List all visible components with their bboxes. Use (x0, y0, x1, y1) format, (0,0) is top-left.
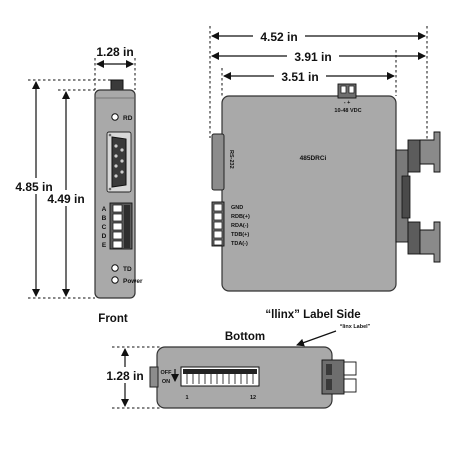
terminal-letter-d: D (102, 233, 107, 240)
din-rail-clip-icon (395, 131, 441, 263)
terminal-block: A B C D E (102, 202, 133, 250)
terminal-letter-c: C (102, 224, 107, 231)
label-callout: “linx Label” (340, 324, 371, 330)
front-width-label: 1.28 in (96, 45, 133, 59)
bottom-view: Bottom “linx Label” 1.28 in OFF ON (99, 324, 371, 409)
terminal-letter-a: A (102, 206, 107, 213)
label-side-view: 4.52 in 3.91 in 3.51 in - + 10-48 VDC RS… (209, 26, 441, 321)
td-led-label: TD (123, 266, 132, 273)
front-width-dimension: 1.28 in (94, 45, 136, 90)
switch-off-label: OFF (161, 370, 173, 376)
dip-switch-block (180, 366, 260, 387)
front-view: 1.28 in 4.85 in 4.49 in RD (15, 45, 143, 325)
side-width-dimensions: 4.52 in 3.91 in 3.51 in (209, 26, 428, 148)
switch-first-label: 1 (185, 395, 188, 401)
power-led-label: Power (123, 278, 143, 285)
terminal-rdb-label: RDB(+) (231, 214, 250, 220)
front-height-body-label: 4.49 in (47, 192, 84, 206)
rs232-label: RS-232 (228, 150, 234, 169)
terminal-tdb-label: TDB(+) (231, 232, 249, 238)
bottom-height-label: 1.28 in (106, 369, 143, 383)
rs232-port-icon (211, 133, 225, 191)
front-height-dimensions: 4.85 in 4.49 in (15, 79, 120, 299)
terminal-letter-b: B (102, 215, 107, 222)
switch-last-label: 12 (250, 395, 256, 401)
bottom-height-dimension: 1.28 in (99, 346, 160, 409)
switch-on-label: ON (162, 379, 170, 385)
db9-connector-icon (106, 131, 132, 193)
side-width-body-label: 3.51 in (281, 70, 318, 84)
power-connector-icon (337, 83, 357, 99)
terminal-tda-label: TDA(-) (231, 241, 248, 247)
front-height-overall-label: 4.85 in (15, 180, 52, 194)
side-width-overall-label: 4.52 in (260, 30, 297, 44)
terminal-letter-e: E (102, 242, 107, 249)
side-width-mid-label: 3.91 in (294, 50, 331, 64)
rd-led-icon (111, 113, 119, 121)
bottom-connector-icon (321, 359, 357, 395)
bottom-caption: Bottom (225, 331, 265, 343)
power-polarity-label: - + (344, 100, 351, 106)
power-led-icon (111, 276, 119, 284)
rd-led-label: RD (123, 115, 133, 122)
model-label: 485DRCi (300, 155, 327, 162)
td-led-icon (111, 264, 119, 272)
label-callout-arrow (296, 330, 337, 347)
side-housing (221, 95, 397, 292)
front-caption: Front (98, 313, 128, 325)
terminal-gnd-label: GND (231, 205, 243, 211)
bottom-end-cap (149, 366, 159, 388)
terminal-rda-label: RDA(-) (231, 223, 249, 229)
side-terminal-block (211, 201, 225, 247)
power-voltage-label: 10-48 VDC (334, 108, 361, 114)
side-caption: “llinx” Label Side (265, 309, 360, 321)
